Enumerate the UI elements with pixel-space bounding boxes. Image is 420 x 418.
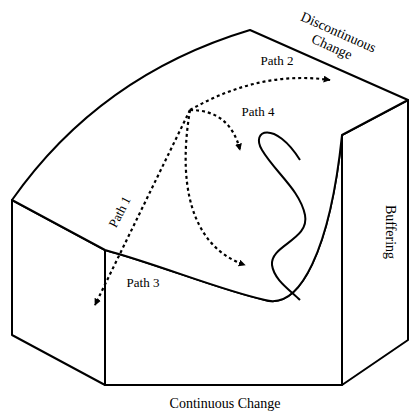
path-arrow xyxy=(190,110,240,150)
axis-label: Buffering xyxy=(382,205,398,259)
right-face xyxy=(342,100,408,385)
path-label: Path 4 xyxy=(240,104,277,120)
path-label: Path 3 xyxy=(125,275,162,291)
path-arrow xyxy=(186,110,245,265)
path-arrow xyxy=(95,110,190,305)
axis-label: Continuous Change xyxy=(170,396,281,412)
fold-curve xyxy=(259,133,306,301)
path-label: Path 2 xyxy=(259,53,296,69)
top-surface xyxy=(12,30,408,301)
